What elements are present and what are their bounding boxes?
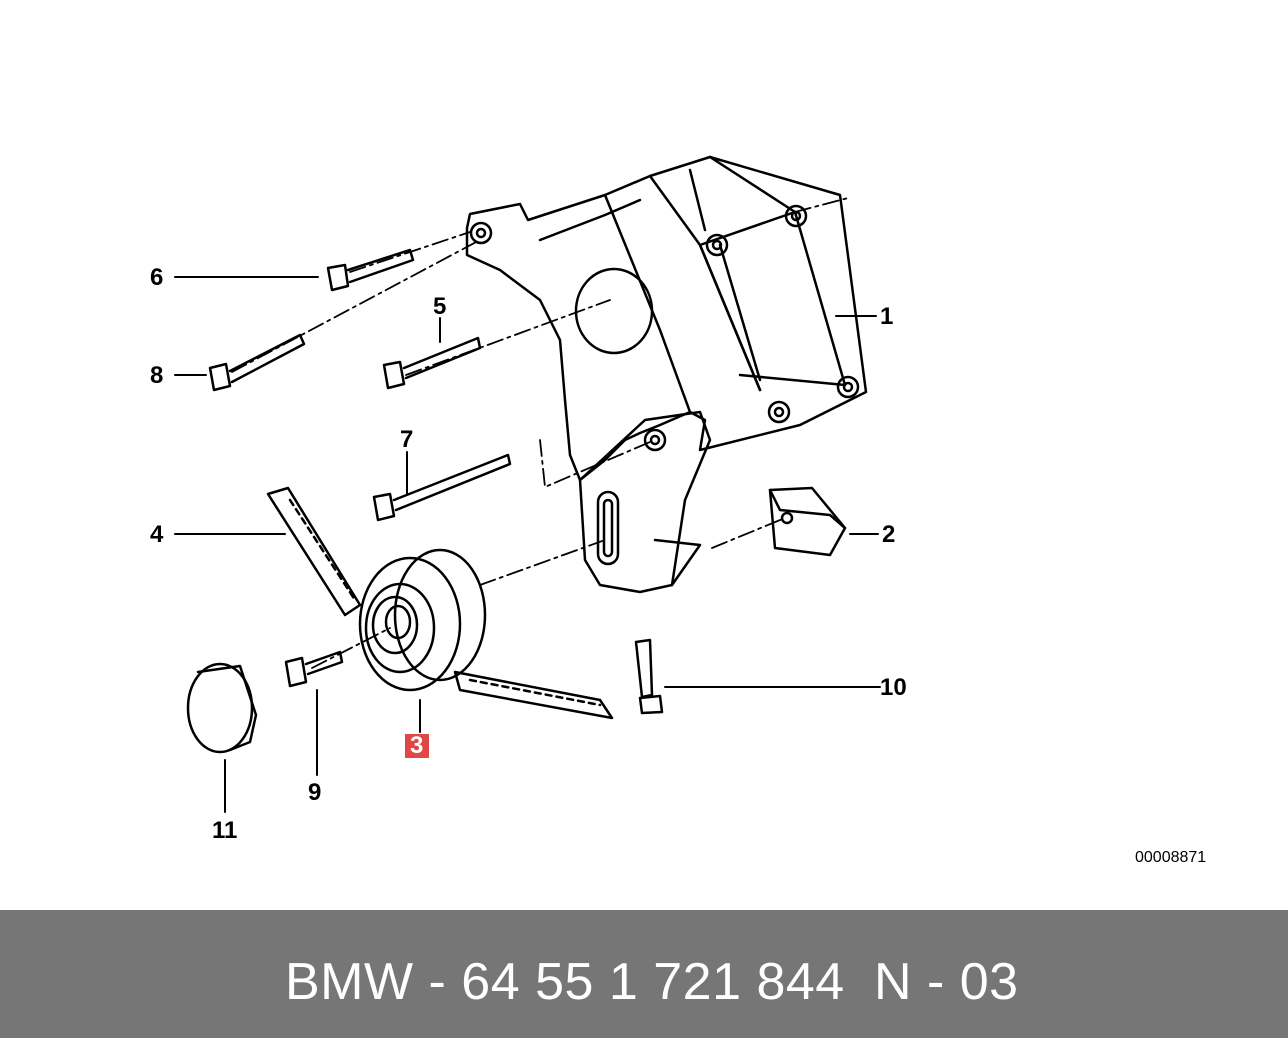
callout-8: 8 xyxy=(150,362,163,389)
callout-3-highlight xyxy=(405,734,429,758)
tension-pulley xyxy=(358,548,487,692)
callout-6: 6 xyxy=(150,264,163,291)
callout-9: 9 xyxy=(308,779,321,806)
callout-11: 11 xyxy=(212,817,237,844)
ribbed-belt xyxy=(266,486,614,720)
bolt-5 xyxy=(382,336,482,390)
leader-lines xyxy=(174,276,881,813)
callout-7: 7 xyxy=(400,426,413,453)
parts-diagram: 1 2 3 4 5 6 7 8 9 10 11 00008871 xyxy=(150,155,1206,866)
bolt-6 xyxy=(326,248,415,292)
callout-labels: 1 2 3 4 5 6 7 8 9 10 11 00008871 xyxy=(150,264,1206,866)
diagram-reference-number: 00008871 xyxy=(1135,849,1206,866)
callout-4: 4 xyxy=(150,521,164,548)
bolt-8 xyxy=(208,333,306,392)
nut-part xyxy=(768,486,847,557)
position-text: N - 03 xyxy=(874,953,1019,1011)
bolt-9 xyxy=(284,650,344,688)
callout-3: 3 xyxy=(410,732,423,759)
callout-5: 5 xyxy=(433,293,446,320)
bracket-part xyxy=(465,155,868,482)
footer-bar xyxy=(0,910,1288,1038)
tension-arm xyxy=(578,410,712,594)
cover-cap xyxy=(186,662,258,754)
bolt-10 xyxy=(634,638,664,715)
callout-1: 1 xyxy=(880,303,893,330)
bolt-7 xyxy=(372,453,512,522)
part-number-text: BMW - 64 55 1 721 844 xyxy=(285,953,845,1011)
callout-2: 2 xyxy=(882,521,895,548)
assembly-lines xyxy=(231,197,849,669)
callout-10: 10 xyxy=(880,674,907,701)
